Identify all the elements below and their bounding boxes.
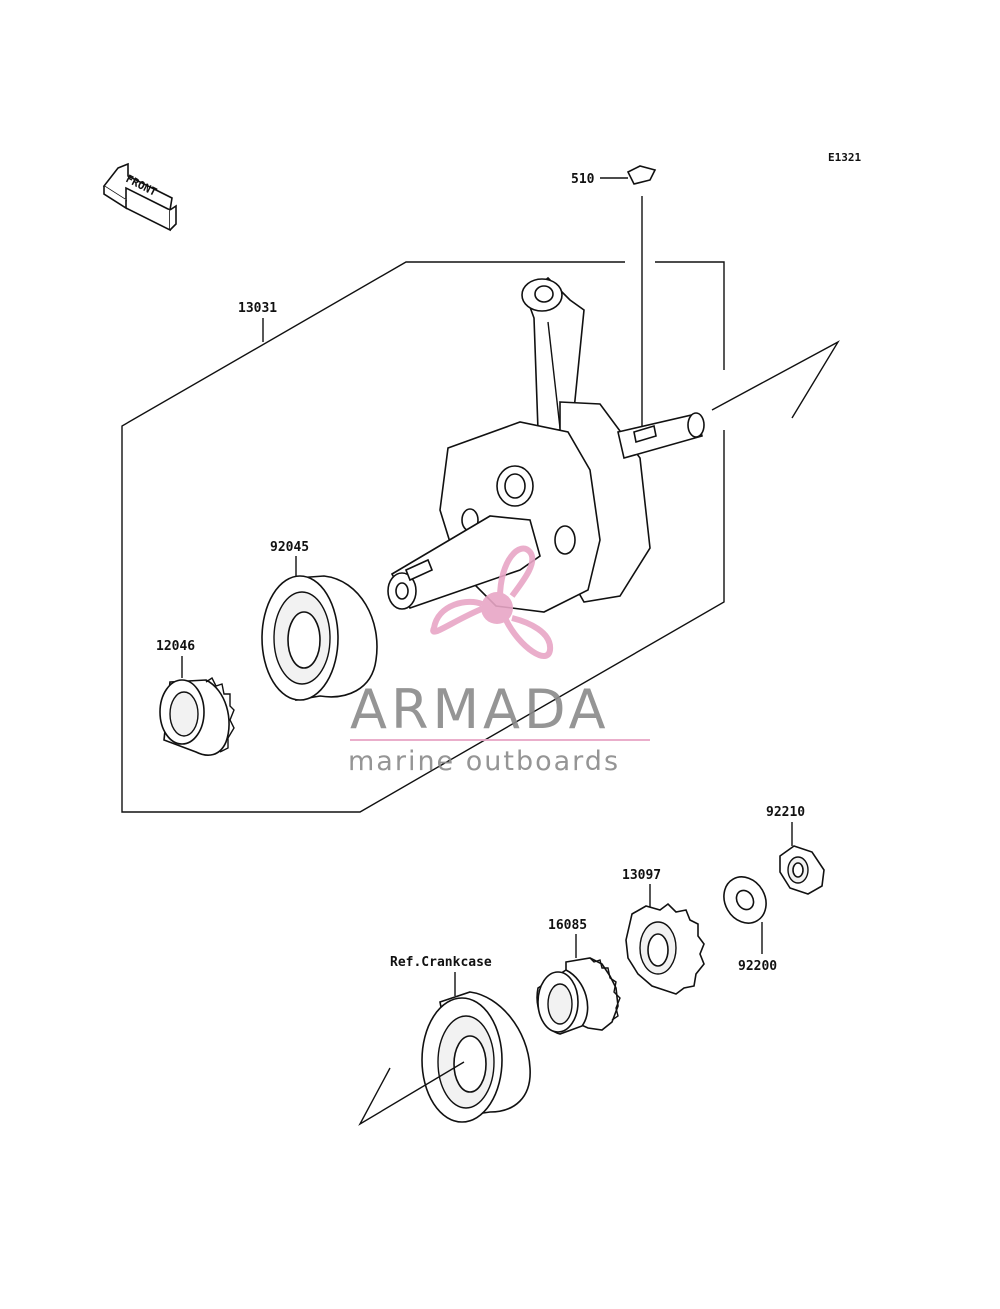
gear-16085 <box>536 957 621 1035</box>
ref-crankcase-label: Ref.Crankcase <box>390 955 492 970</box>
watermark-tagline: marine outboards <box>348 746 620 777</box>
armada-watermark: ARMADA marine outboards <box>348 545 650 777</box>
part-number-13097: 13097 <box>622 868 661 883</box>
crankshaft-part <box>387 276 705 613</box>
front-arrow-icon: FRONT <box>102 162 177 232</box>
part-number-510: 510 <box>571 172 595 187</box>
crankcase-bearing-ref <box>421 991 531 1123</box>
part-number-12046: 12046 <box>156 639 195 654</box>
watermark-brand: ARMADA <box>350 678 610 741</box>
gear-13097 <box>625 902 705 995</box>
part-number-92210: 92210 <box>766 805 805 820</box>
diagram-code: E1321 <box>828 151 861 164</box>
part-number-92045: 92045 <box>270 540 309 555</box>
part-number-13031: 13031 <box>238 301 277 316</box>
nut-92210 <box>779 845 825 895</box>
washer-92200 <box>723 876 767 924</box>
part-number-16085: 16085 <box>548 918 587 933</box>
part-number-92200: 92200 <box>738 959 777 974</box>
key-part <box>626 165 657 185</box>
ball-bearing-92045 <box>261 575 378 701</box>
gear-12046 <box>159 676 235 756</box>
propeller-logo-icon <box>430 545 553 659</box>
